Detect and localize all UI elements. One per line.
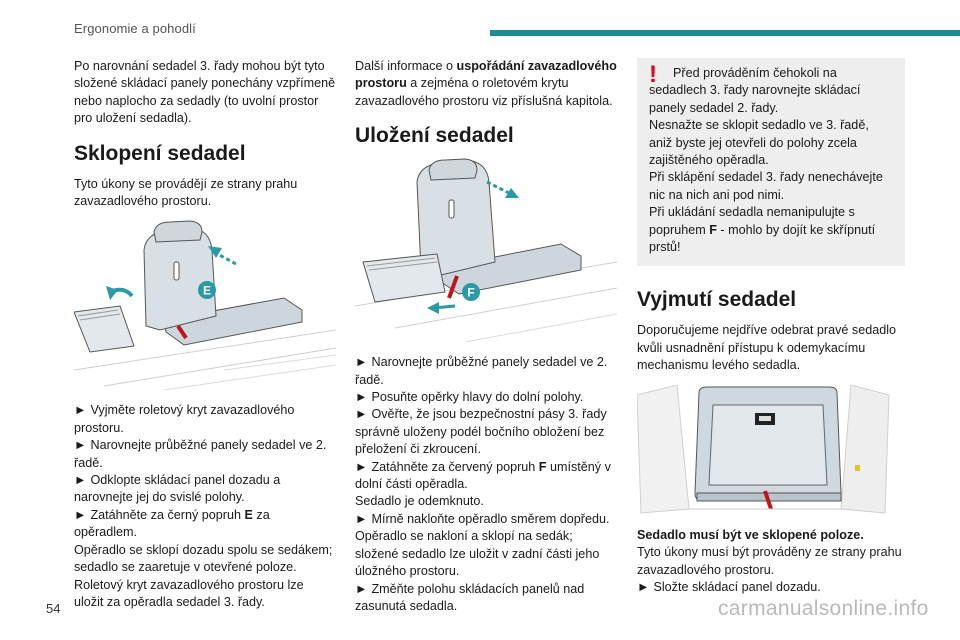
callout-label-e: E bbox=[203, 284, 211, 298]
column-2: Další informace o uspořádání zavazadlové… bbox=[355, 58, 619, 615]
condition-note: Sedadlo musí být ve sklopené poloze. bbox=[637, 527, 864, 542]
column-1: Po narovnání sedadel 3. řady mohou být t… bbox=[74, 58, 336, 611]
step-1: ►Narovnejte průběžné panely sedadel ve 2… bbox=[355, 355, 608, 387]
running-header: Ergonomie a pohodlí bbox=[74, 21, 196, 36]
result-paragraph: Opěradlo se nakloní a sklopí na sedák; s… bbox=[355, 529, 600, 579]
arrow-bullet-icon: ► bbox=[355, 511, 368, 526]
arrow-bullet-icon: ► bbox=[355, 459, 368, 474]
seat-fold-illustration: E bbox=[74, 220, 336, 391]
warning-line-2: Nesnažte se sklopit sedadlo ve 3. řadě, … bbox=[649, 118, 869, 168]
unlocked-status: Sedadlo je odemknuto. bbox=[355, 494, 484, 509]
seat-remove-illustration bbox=[637, 384, 890, 514]
seat-stow-illustration: F bbox=[355, 158, 617, 343]
lead-paragraph: Doporučujeme nejdříve odebrat pravé seda… bbox=[637, 323, 897, 373]
arrow-bullet-icon: ► bbox=[74, 403, 87, 418]
lead-paragraph-2: Tyto úkony musí být prováděny ze strany … bbox=[637, 545, 902, 577]
warning-line-3: Při sklápění sedadel 3. řady nenechávejt… bbox=[649, 170, 883, 202]
callout-label-f: F bbox=[467, 286, 474, 300]
section-heading-stow: Uložení sedadel bbox=[355, 124, 514, 148]
step-1: ►Vyjměte roletový kryt zavazadlového pro… bbox=[74, 403, 295, 435]
watermark: carmanualsonline.info bbox=[718, 597, 929, 620]
step-4: ►Zatáhněte za červený popruh F umístěný … bbox=[355, 459, 611, 492]
warning-line-1: Před prováděním čehokoli na sedadlech 3.… bbox=[649, 66, 861, 115]
arrow-bullet-icon: ► bbox=[74, 473, 87, 488]
arrow-bullet-icon: ► bbox=[637, 579, 650, 594]
figure-seat-fold: E bbox=[74, 220, 336, 391]
section-heading-remove: Vyjmutí sedadel bbox=[637, 288, 797, 312]
step-1: ►Složte skládací panel dozadu. bbox=[637, 579, 821, 594]
header-accent-bar bbox=[490, 30, 960, 36]
arrow-bullet-icon: ► bbox=[74, 507, 87, 522]
figure-seat-stow: F bbox=[355, 158, 619, 343]
intro-paragraph: Další informace o uspořádání zavazadlové… bbox=[355, 59, 617, 108]
lead-paragraph: Tyto úkony se provádějí ze strany prahu … bbox=[74, 176, 298, 209]
warning-line-4: Při ukládání sedadla nemanipulujte s pop… bbox=[649, 205, 876, 255]
arrow-bullet-icon: ► bbox=[355, 407, 368, 422]
section-heading-fold: Sklopení sedadel bbox=[74, 141, 246, 165]
note-paragraph: Roletový kryt zavazadlového prostoru lze… bbox=[74, 577, 304, 609]
step-4: ►Zatáhněte za černý popruh E za opěradle… bbox=[74, 507, 270, 540]
column-3: ! Před prováděním čehokoli na sedadlech … bbox=[637, 58, 905, 596]
arrow-bullet-icon: ► bbox=[355, 581, 368, 596]
warning-exclamation-icon: ! bbox=[649, 61, 657, 88]
intro-paragraph: Po narovnání sedadel 3. řady mohou být t… bbox=[74, 59, 336, 126]
step-5: ►Mírně nakloňte opěradlo směrem dopředu. bbox=[355, 511, 610, 526]
step-2: ►Narovnejte průběžné panely sedadel ve 2… bbox=[74, 438, 327, 470]
step-3: ►Odklopte skládací panel dozadu a narovn… bbox=[74, 473, 281, 505]
step-2: ►Posuňte opěrky hlavy do dolní polohy. bbox=[355, 390, 584, 405]
page-number: 54 bbox=[46, 601, 61, 616]
arrow-bullet-icon: ► bbox=[355, 390, 368, 405]
result-paragraph: Opěradlo se sklopí dozadu spolu se sedák… bbox=[74, 542, 333, 575]
step-3: ►Ověřte, že jsou bezpečnostní pásy 3. řa… bbox=[355, 407, 607, 457]
step-6: ►Změňte polohu skládacích panelů nad zas… bbox=[355, 581, 585, 613]
arrow-bullet-icon: ► bbox=[74, 438, 87, 453]
warning-box: ! Před prováděním čehokoli na sedadlech … bbox=[637, 58, 905, 267]
arrow-bullet-icon: ► bbox=[355, 355, 368, 370]
figure-seat-remove bbox=[637, 384, 905, 515]
